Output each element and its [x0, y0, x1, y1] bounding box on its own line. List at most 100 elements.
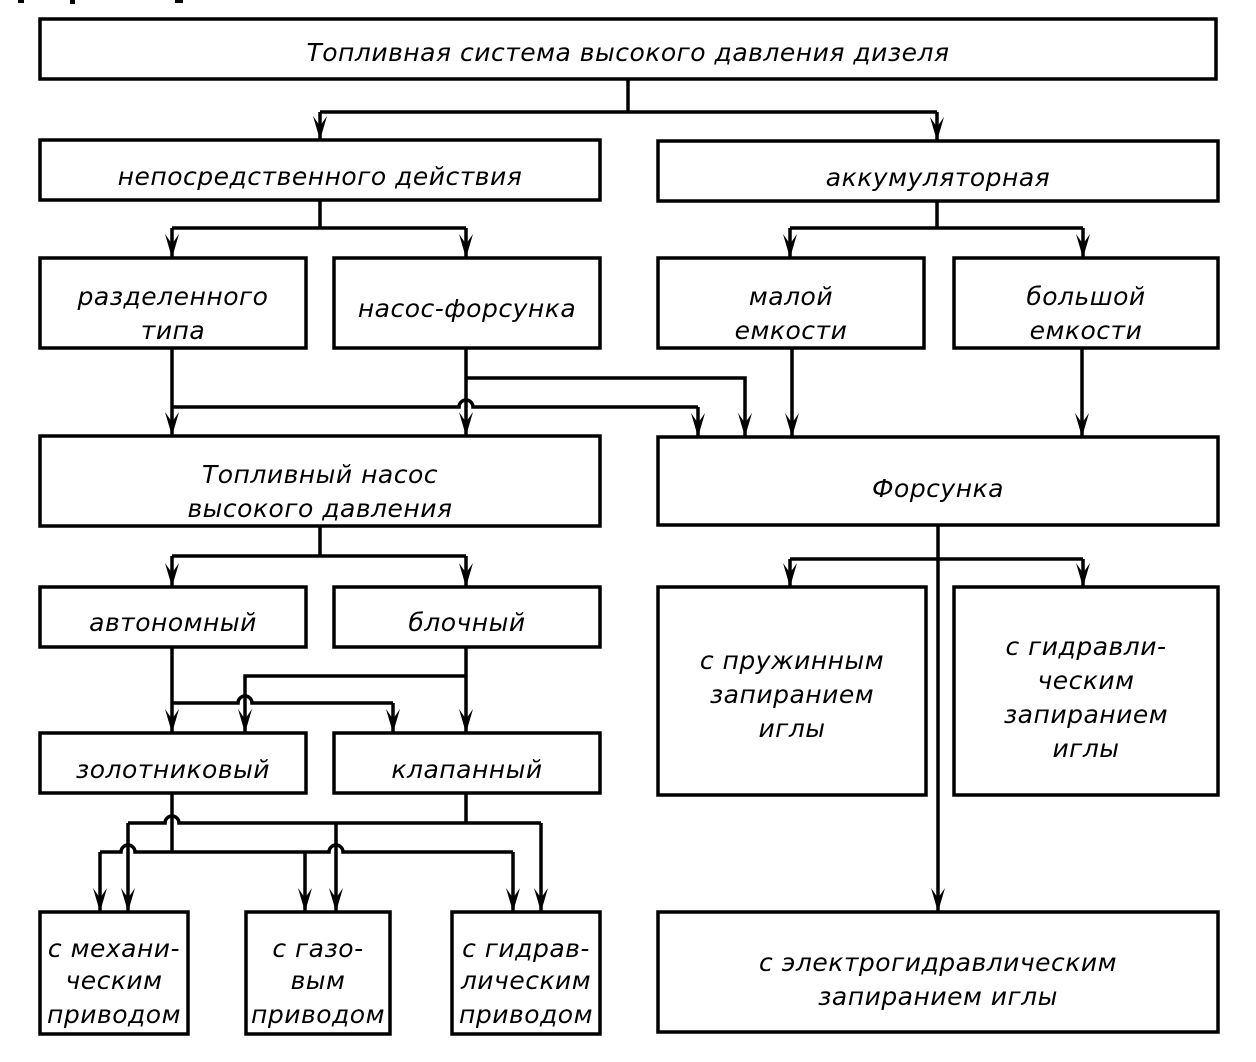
arrow-head: [1075, 413, 1089, 437]
arrow-head: [121, 888, 135, 912]
scan-specks: [18, 0, 183, 4]
arrow-head: [165, 412, 179, 436]
arrow-head: [238, 709, 252, 733]
node-label: приводом: [251, 1000, 385, 1029]
node-root: Топливная система высокого давления дизе…: [38, 17, 1218, 81]
node-box: [38, 256, 308, 350]
node-pump-injector: насос-форсунка: [332, 256, 602, 350]
node-box: [332, 256, 602, 350]
arrow-head: [783, 234, 797, 258]
node-split-type: разделенного типа: [38, 256, 308, 350]
node-spool: золотниковый: [38, 731, 308, 795]
node-label: приводом: [47, 1000, 181, 1029]
speck: [18, 0, 24, 3]
arrow-head: [506, 888, 520, 912]
node-label: автономный: [89, 608, 257, 637]
arrow-head: [459, 412, 473, 436]
node-label: типа: [141, 316, 205, 345]
node-label: блочный: [408, 608, 525, 637]
node-label: лическим: [460, 966, 591, 995]
node-box: [656, 256, 926, 350]
node-box: [38, 910, 190, 1036]
arrow-head: [930, 117, 944, 141]
arrow-head: [785, 413, 799, 437]
node-label: с пружинным: [700, 646, 884, 675]
node-label: аккумуляторная: [826, 163, 1050, 192]
arrow-head: [298, 888, 312, 912]
node-label: малой: [749, 282, 833, 311]
node-label: емкости: [735, 316, 848, 345]
arrow-head: [459, 709, 473, 733]
node-label: с электрогидравлическим: [759, 948, 1117, 977]
node-label: Форсунка: [872, 474, 1004, 503]
connector-line: [128, 814, 541, 825]
node-injector: Форсунка: [656, 435, 1220, 527]
node-box: [656, 139, 1220, 203]
arrow-head: [459, 563, 473, 587]
connectors: [93, 79, 1090, 912]
node-label: золотниковый: [76, 755, 270, 784]
connector-line: [243, 674, 466, 733]
arrow-head: [165, 234, 179, 258]
node-large-capacity: большой емкости: [952, 256, 1220, 350]
node-box: [450, 910, 602, 1036]
node-valve: клапанный: [332, 731, 602, 795]
arrow-head: [459, 234, 473, 258]
node-label: клапанный: [391, 755, 542, 784]
node-label: большой: [1026, 282, 1145, 311]
arrow-head: [386, 709, 400, 733]
node-autonomous: автономный: [38, 585, 308, 649]
connector-line: [172, 398, 698, 409]
node-label: разделенного: [77, 282, 269, 311]
connector-line: [172, 694, 393, 705]
node-label: приводом: [459, 1000, 593, 1029]
node-label: Топливная система высокого давления дизе…: [306, 38, 949, 67]
node-label: с гидравли-: [1005, 632, 1166, 661]
node-label: запиранием иглы: [818, 982, 1058, 1011]
node-label: вым: [291, 966, 346, 995]
arrow-head: [931, 888, 945, 912]
node-box: [656, 435, 1220, 527]
node-box: [332, 731, 602, 795]
node-box: [38, 17, 1218, 81]
node-box: [38, 434, 602, 528]
node-label: иглы: [758, 714, 825, 743]
arrow-head: [313, 116, 327, 140]
node-mechanical-drive: с механи-ческим приводом: [38, 910, 190, 1036]
node-label: емкости: [1030, 316, 1143, 345]
arrow-head: [93, 888, 107, 912]
node-label: ческим: [1037, 666, 1134, 695]
node-direct: непосредственного действия: [38, 138, 602, 202]
speck: [175, 0, 183, 3]
arrow-head: [1076, 563, 1090, 587]
node-box: [656, 585, 928, 797]
node-electrohydraulic-locking: с электрогидравлическим запиранием иглы: [656, 910, 1220, 1034]
node-label: с газо-: [272, 934, 363, 963]
node-box: [952, 256, 1220, 350]
connector-line: [100, 843, 513, 854]
connector-line: [466, 376, 747, 437]
node-label: с механи-: [48, 934, 180, 963]
node-label: с гидрав-: [462, 934, 590, 963]
arrow-head: [691, 413, 705, 437]
node-box: [244, 910, 392, 1036]
node-box: [656, 910, 1220, 1034]
node-label: запиранием: [710, 680, 874, 709]
node-box: [332, 585, 602, 649]
node-label: непосредственного действия: [118, 162, 523, 191]
node-label: ческим: [65, 966, 162, 995]
node-box: [952, 585, 1220, 797]
node-accumulator: аккумуляторная: [656, 139, 1220, 203]
nodes: Топливная система высокого давления дизе…: [38, 17, 1220, 1036]
node-label: иглы: [1052, 734, 1119, 763]
arrow-head: [783, 563, 797, 587]
arrow-head: [329, 888, 343, 912]
node-label: высокого давления: [187, 494, 452, 523]
arrow-head: [534, 888, 548, 912]
node-label: насос-форсунка: [358, 294, 576, 323]
node-box: [38, 138, 602, 202]
arrow-head: [165, 709, 179, 733]
